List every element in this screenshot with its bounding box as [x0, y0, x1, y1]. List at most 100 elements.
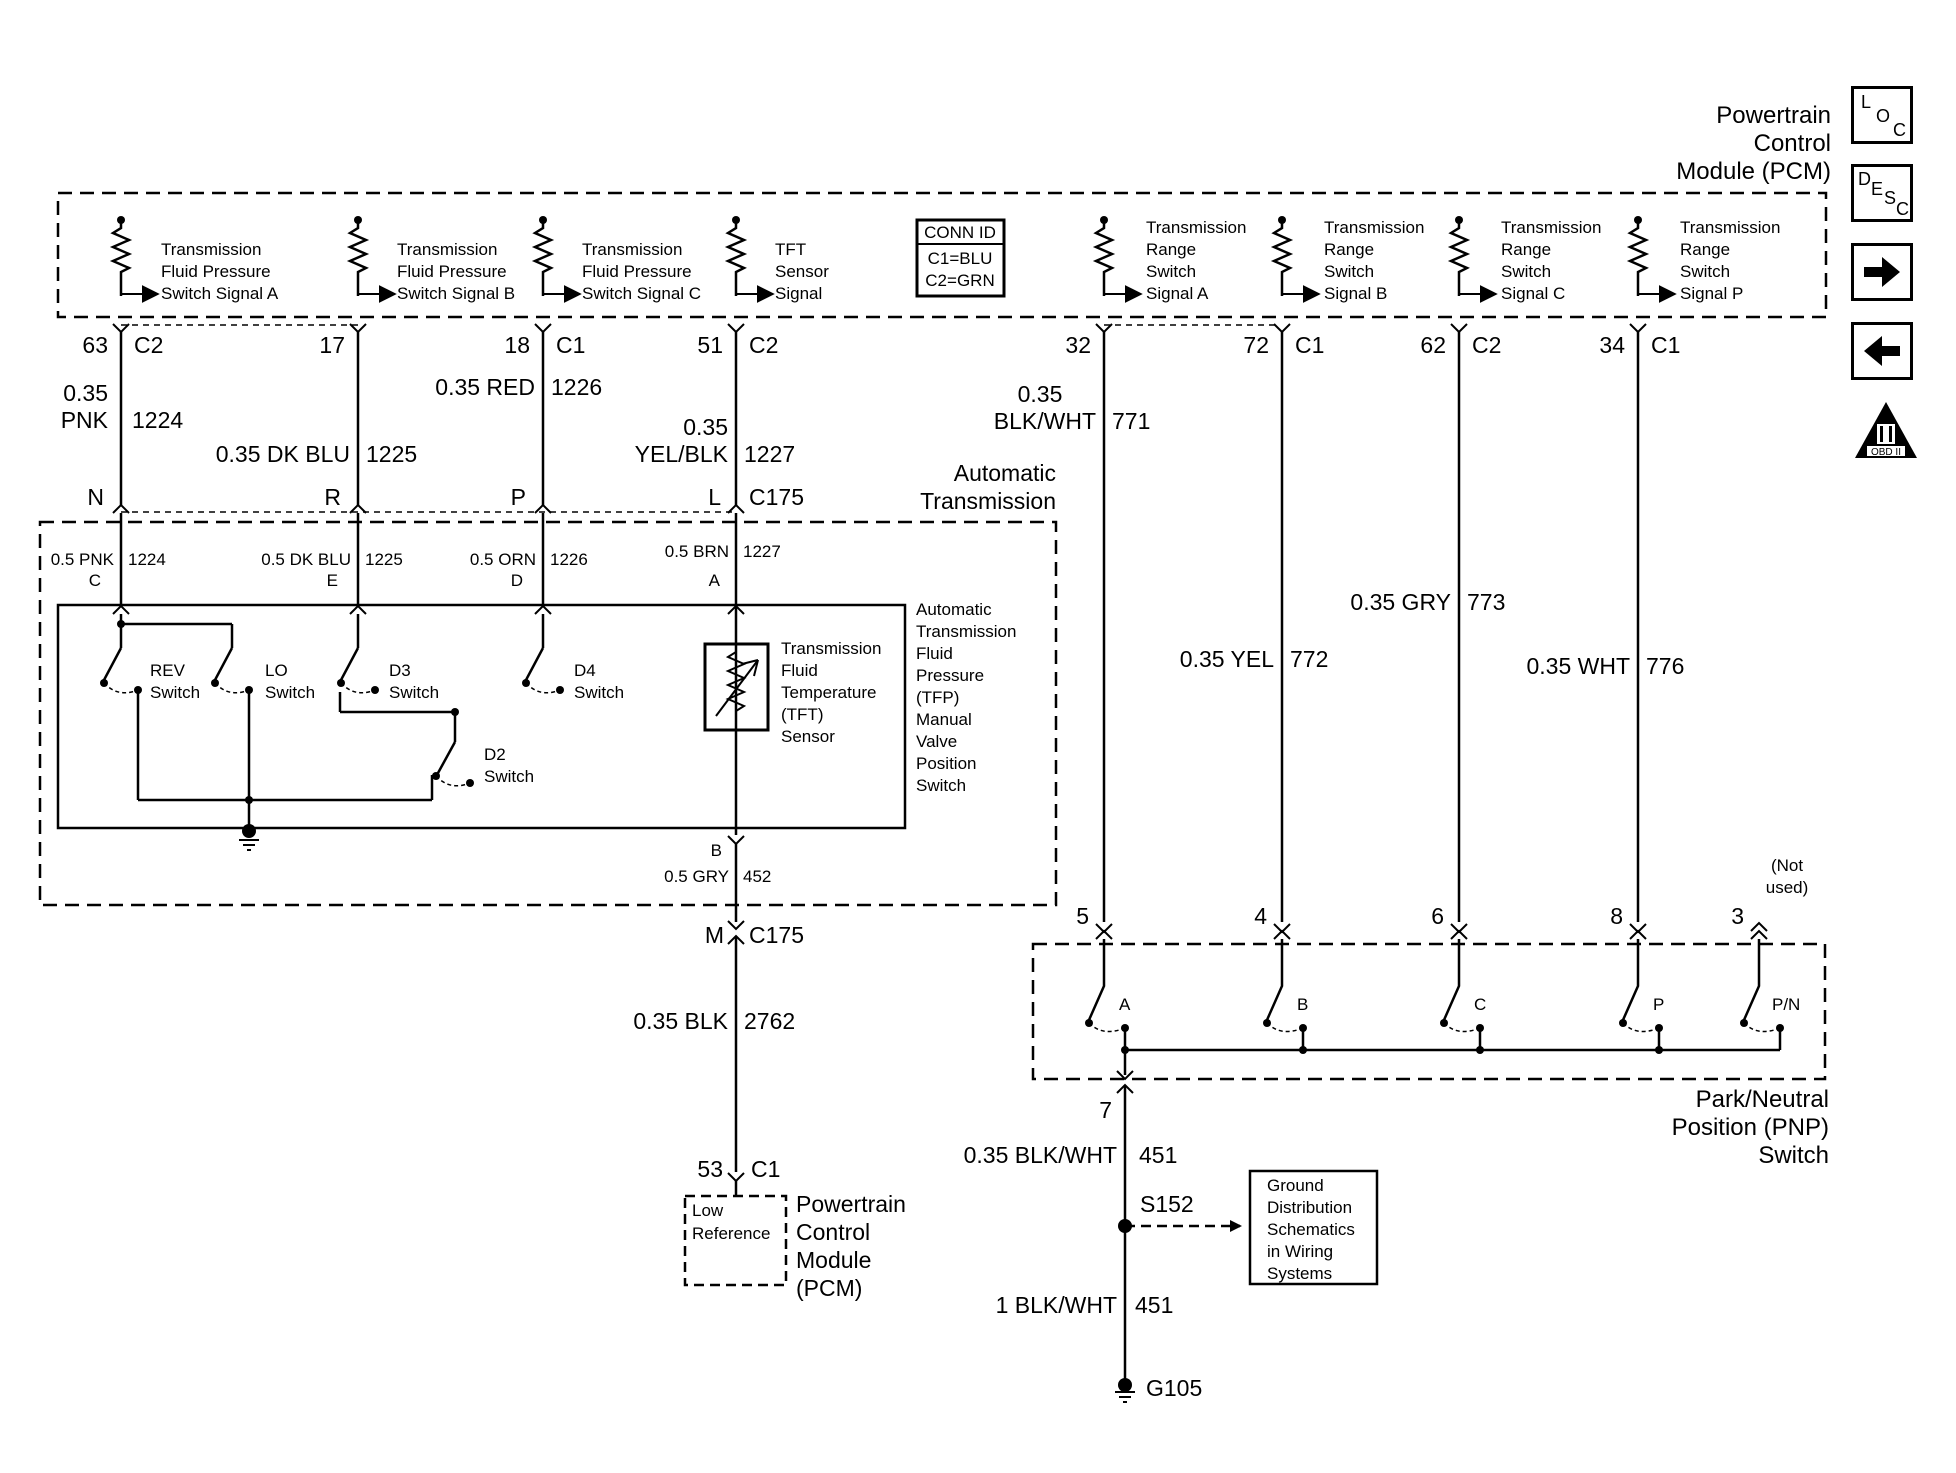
pnp-pin: 5 [1076, 903, 1089, 929]
circuit-number: 773 [1467, 589, 1505, 615]
circuit-number: 1227 [744, 441, 795, 467]
pcm-title: Powertrain [1716, 102, 1831, 129]
pin-letter: C [89, 571, 101, 590]
pnp-title: Position (PNP) [1672, 1114, 1829, 1141]
circuit-number: 1227 [743, 542, 781, 561]
circuit-number: 451 [1135, 1292, 1173, 1318]
pin-number: 72 [1243, 332, 1269, 358]
pin-letter: D [511, 571, 523, 590]
d4-switch-label: Switch [574, 683, 624, 702]
ground-ref-label[interactable]: Ground [1267, 1176, 1324, 1195]
low-ref-pcm-title: Module [796, 1247, 871, 1273]
wire-gauge: 0.35 BLK/WHT [964, 1142, 1117, 1168]
pin-number: 17 [319, 332, 345, 358]
connector-id: C1 [1651, 332, 1680, 358]
manual-valve-label: (TFP) [916, 688, 959, 707]
c175-pin: L [708, 484, 721, 510]
pin-number: 62 [1420, 332, 1446, 358]
not-used-note: (Not [1771, 856, 1803, 875]
circuit-number: 1226 [551, 374, 602, 400]
pcm-input-label: Sensor [775, 262, 829, 281]
pcm-input-label: Switch [1501, 262, 1551, 281]
manual-valve-label: Pressure [916, 666, 984, 685]
ground-ref-label[interactable]: Schematics [1267, 1220, 1355, 1239]
pcm-input-label: Range [1680, 240, 1730, 259]
loc-icon[interactable]: L O C [1851, 86, 1913, 144]
d2-switch-label: D2 [484, 745, 506, 764]
manual-valve-label: Position [916, 754, 976, 773]
wire-gauge: 0.35 DK BLU [216, 441, 350, 467]
pcm-input-label: Signal B [1324, 284, 1387, 303]
ground-id: G105 [1146, 1375, 1202, 1401]
low-ref-pcm-title: (PCM) [796, 1275, 862, 1301]
pcm-input-label: Range [1501, 240, 1551, 259]
pin-number: 34 [1599, 332, 1625, 358]
automatic-transmission-box [38, 520, 1058, 907]
pin-number: 51 [697, 332, 723, 358]
ground-ref-label[interactable]: Distribution [1267, 1198, 1352, 1217]
pcm-input-label: TFT [775, 240, 806, 259]
wire-gauge: 0.5 DK BLU [261, 550, 351, 569]
lo-switch-label: LO [265, 661, 288, 680]
wire-gauge: 0.35 [683, 414, 728, 440]
wire-gauge: 0.35 [1018, 381, 1063, 407]
pcm-input-label: Range [1146, 240, 1196, 259]
pin-letter: A [709, 571, 721, 590]
conn-id-box [915, 218, 1006, 298]
wire-gauge: 0.5 ORN [470, 550, 536, 569]
pcm-input-label: Transmission [582, 240, 682, 259]
pin-number: 18 [504, 332, 530, 358]
pcm-top-box [56, 191, 1828, 319]
ground-ref-label[interactable]: in Wiring [1267, 1242, 1333, 1261]
desc-icon[interactable]: D E S C [1851, 164, 1913, 222]
tft-sensor-label: Temperature [781, 683, 876, 702]
prev-arrow-icon[interactable] [1851, 322, 1913, 380]
circuit-number: 1226 [550, 550, 588, 569]
pnp-switches [1087, 939, 1782, 1081]
pnp-pin: 6 [1431, 903, 1444, 929]
pin-number: 32 [1065, 332, 1091, 358]
rev-switch-label: Switch [150, 683, 200, 702]
wire-gauge: 0.35 RED [435, 374, 535, 400]
pnp-pin: 8 [1610, 903, 1623, 929]
wire-color: PNK [61, 407, 109, 433]
c175-label: C175 [749, 922, 804, 948]
pcm-input-label: Transmission [397, 240, 497, 259]
pnp-pin: 3 [1731, 903, 1744, 929]
pnp-switch-label: A [1119, 995, 1131, 1014]
obd-ii-icon[interactable]: OBD II [1853, 400, 1919, 460]
manual-valve-label: Transmission [916, 622, 1016, 641]
circuit-number: 1225 [365, 550, 403, 569]
ground-distribution-ref-box[interactable] [1248, 1169, 1379, 1286]
circuit-number: 772 [1290, 646, 1328, 672]
next-arrow-icon[interactable] [1851, 243, 1913, 301]
pin-letter: B [711, 841, 722, 860]
manual-valve-label: Valve [916, 732, 957, 751]
pcm-title: Module (PCM) [1676, 158, 1831, 185]
ground-ref-label[interactable]: Systems [1267, 1264, 1332, 1283]
manual-valve-switches [102, 614, 561, 830]
pnp-title: Switch [1758, 1142, 1829, 1169]
pcm-input-label: Transmission [161, 240, 261, 259]
pcm-input-label: Fluid Pressure [161, 262, 271, 281]
circuit-number: 452 [743, 867, 771, 886]
connector-id: C1 [751, 1156, 780, 1182]
splice-id: S152 [1140, 1191, 1194, 1217]
pcm-input-label: Signal P [1680, 284, 1743, 303]
pcm-pullup-resistors [109, 220, 1650, 296]
pnp-switch-label: P [1653, 995, 1664, 1014]
c175-label: C175 [749, 484, 804, 510]
wire-gauge: 0.35 YEL [1180, 646, 1274, 672]
low-ref-box-label: Low [692, 1201, 724, 1220]
pnp-switch-box [1031, 942, 1827, 1081]
rev-switch-label: REV [150, 661, 186, 680]
pin-number: 63 [82, 332, 108, 358]
pcm-input-label: Switch [1324, 262, 1374, 281]
c175-pin: R [324, 484, 341, 510]
wire-gauge: 0.35 WHT [1526, 653, 1630, 679]
d2-switch-label: Switch [484, 767, 534, 786]
pin-number: 53 [697, 1156, 723, 1182]
pnp-title: Park/Neutral [1696, 1086, 1829, 1113]
pnp-pin: 4 [1254, 903, 1267, 929]
